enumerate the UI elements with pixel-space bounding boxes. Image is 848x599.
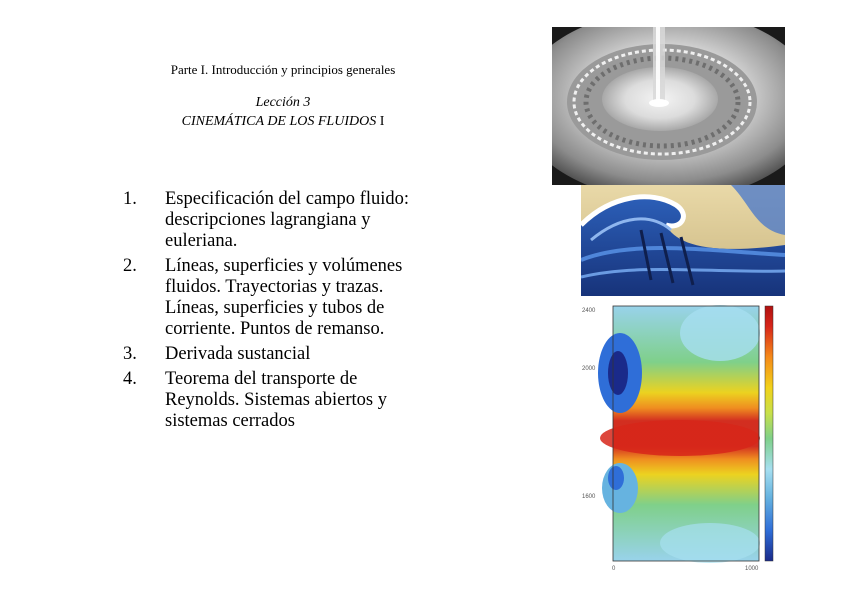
lesson-title-suffix: I bbox=[376, 114, 385, 129]
lesson-number: Lección 3 bbox=[255, 95, 311, 110]
list-item-text: Especificación del campo fluido: descrip… bbox=[165, 189, 410, 251]
list-item: 3. Derivada sustancial bbox=[123, 344, 423, 365]
lesson-title-main: CINEMÁTICA DE LOS FLUIDOS bbox=[181, 114, 377, 129]
velocity-field-plot: 2400 2000 1600 0 1000 bbox=[580, 298, 785, 572]
list-item-text: Teorema del transporte de Reynolds. Sist… bbox=[165, 369, 387, 431]
plot-x-tick: 0 bbox=[612, 566, 616, 572]
list-item-number: 4. bbox=[123, 369, 137, 389]
lesson-title: CINEMÁTICA DE LOS FLUIDOS I bbox=[0, 114, 566, 130]
plot-x-tick: 1000 bbox=[745, 566, 759, 572]
list-item-number: 1. bbox=[123, 189, 137, 209]
plot-y-tick: 1600 bbox=[582, 494, 596, 500]
list-item: 2. Líneas, superficies y volúmenes fluid… bbox=[123, 256, 423, 340]
list-item-text: Líneas, superficies y volúmenes fluidos.… bbox=[165, 256, 403, 339]
part-heading: Parte I. Introducción y principios gener… bbox=[170, 62, 396, 77]
plot-y-tick: 2000 bbox=[582, 366, 596, 372]
list-item-number: 2. bbox=[123, 256, 137, 276]
list-item: 4. Teorema del transporte de Reynolds. S… bbox=[123, 369, 423, 432]
table-of-contents: 1. Especificación del campo fluido: desc… bbox=[123, 189, 423, 436]
wave-painting-image bbox=[581, 185, 785, 296]
plot-y-tick: 2400 bbox=[582, 308, 596, 314]
list-item: 1. Especificación del campo fluido: desc… bbox=[123, 189, 423, 252]
list-item-number: 3. bbox=[123, 344, 137, 364]
list-item-text: Derivada sustancial bbox=[165, 344, 311, 364]
water-jet-image bbox=[552, 27, 785, 185]
